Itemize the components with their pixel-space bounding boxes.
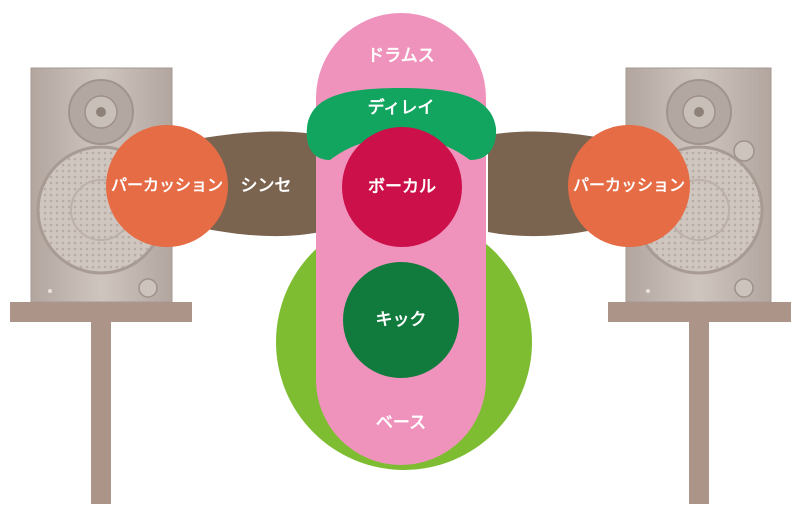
delay-region <box>306 88 497 160</box>
kick-label: キック <box>376 310 427 330</box>
right-led <box>646 289 650 293</box>
right-tweeter-center <box>694 107 704 117</box>
left-port <box>138 278 158 298</box>
right-stand-top <box>608 302 791 322</box>
vocal-label: ボーカル <box>368 177 436 197</box>
right-port <box>733 140 755 162</box>
left-stand-top <box>10 302 192 322</box>
percussion-right-label: パーカッション <box>573 176 685 195</box>
vocal-region <box>342 127 462 247</box>
right-speaker-stand <box>608 302 791 504</box>
right-port-lower <box>734 278 754 298</box>
drums-label: ドラムス <box>367 46 435 66</box>
left-led <box>48 289 52 293</box>
delay-label: ディレイ <box>368 97 435 118</box>
percussion-left-label: パーカッション <box>111 176 223 195</box>
bass-label: ベース <box>376 413 426 433</box>
left-stand-pole <box>91 322 111 504</box>
right-stand-pole <box>689 322 709 504</box>
kick-region <box>343 262 459 378</box>
synth-label: シンセ <box>241 176 292 196</box>
percussion-right-region <box>568 125 690 247</box>
left-tweeter-center <box>96 107 106 117</box>
percussion-left-region <box>106 125 228 247</box>
left-speaker-stand <box>10 302 192 504</box>
